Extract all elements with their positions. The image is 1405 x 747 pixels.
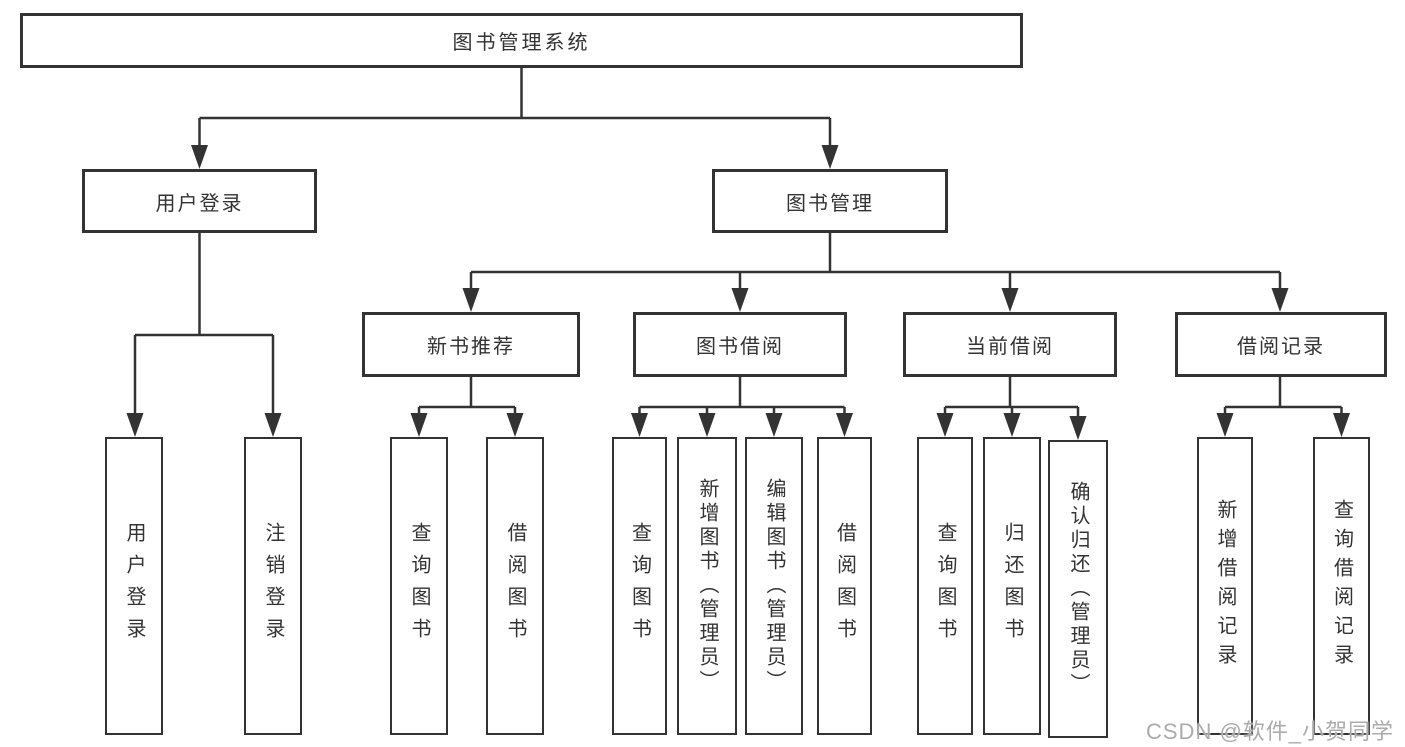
node-leaf-return-book: 归还图书 bbox=[983, 437, 1041, 735]
leaf-label: 查询借阅记录 bbox=[1330, 499, 1353, 673]
edge-newbook-to-leaves bbox=[417, 377, 517, 418]
leaf-label: 注销登录 bbox=[262, 522, 284, 650]
arrowhead-icon bbox=[765, 413, 783, 437]
leaf-label: 借阅图书 bbox=[504, 522, 526, 650]
node-leaf-borrow-book-2: 借阅图书 bbox=[817, 437, 872, 735]
arrowhead-icon bbox=[506, 413, 524, 437]
node-leaf-logout: 注销登录 bbox=[244, 437, 302, 735]
edge-borrowrecord-to-leaves bbox=[1223, 377, 1343, 418]
arrowhead-icon bbox=[264, 413, 282, 437]
arrowhead-icon bbox=[1069, 416, 1087, 440]
leaf-label: 归还图书 bbox=[1001, 522, 1023, 650]
node-leaf-query-book-3: 查询图书 bbox=[917, 437, 973, 735]
arrowhead-icon bbox=[126, 413, 144, 437]
watermark: CSDN @软件_小贺同学 bbox=[1146, 719, 1395, 744]
node-book-management: 图书管理 bbox=[712, 169, 948, 233]
node-leaf-add-book-admin: 新增图书（管理员） bbox=[677, 437, 737, 735]
arrowhead-icon bbox=[1333, 413, 1350, 437]
node-leaf-edit-book-admin: 编辑图书（管理员） bbox=[745, 437, 803, 735]
arrowhead-icon bbox=[731, 288, 749, 312]
node-borrow-record: 借阅记录 bbox=[1175, 312, 1387, 377]
leaf-label: 新增借阅记录 bbox=[1214, 499, 1236, 673]
node-library-system: 图书管理系统 bbox=[20, 13, 1023, 68]
edge-bookmgmt-to-level3 bbox=[469, 233, 1282, 293]
edge-bookborrow-to-leaves bbox=[638, 377, 846, 418]
node-new-book-recommend: 新书推荐 bbox=[362, 312, 580, 377]
node-leaf-query-borrow-record: 查询借阅记录 bbox=[1313, 437, 1370, 735]
node-leaf-query-book-1: 查询图书 bbox=[390, 437, 448, 735]
edge-root-to-level2 bbox=[198, 68, 832, 150]
arrowhead-icon bbox=[1003, 413, 1021, 437]
node-user-login: 用户登录 bbox=[82, 169, 317, 233]
arrowhead-icon bbox=[821, 145, 839, 169]
arrowhead-icon bbox=[1216, 413, 1234, 437]
node-book-borrow: 图书借阅 bbox=[633, 312, 847, 377]
node-current-borrow: 当前借阅 bbox=[903, 312, 1117, 377]
leaf-label: 查询图书 bbox=[934, 522, 956, 650]
leaf-label: 编辑图书（管理员） bbox=[763, 478, 785, 694]
arrowhead-icon bbox=[191, 145, 208, 169]
leaf-label: 用户登录 bbox=[123, 522, 145, 650]
edge-currentborrow-to-leaves bbox=[943, 377, 1080, 421]
arrowhead-icon bbox=[698, 413, 716, 437]
arrowhead-icon bbox=[1271, 288, 1289, 312]
arrowhead-icon bbox=[631, 413, 648, 437]
arrowhead-icon bbox=[936, 413, 954, 437]
leaf-label: 查询图书 bbox=[408, 522, 430, 650]
arrowhead-icon bbox=[462, 288, 480, 312]
node-leaf-query-book-2: 查询图书 bbox=[612, 437, 667, 735]
leaf-label: 新增图书（管理员） bbox=[696, 478, 718, 694]
arrowhead-icon bbox=[1001, 288, 1019, 312]
leaf-label: 确认归还（管理员） bbox=[1067, 481, 1089, 697]
node-leaf-borrow-book-1: 借阅图书 bbox=[486, 437, 544, 735]
leaf-label: 借阅图书 bbox=[833, 522, 856, 650]
node-leaf-confirm-return-admin: 确认归还（管理员） bbox=[1048, 440, 1108, 738]
node-leaf-add-borrow-record: 新增借阅记录 bbox=[1197, 437, 1253, 735]
arrowhead-icon bbox=[410, 413, 428, 437]
edge-userlogin-to-leaves bbox=[133, 233, 275, 418]
node-leaf-user-login: 用户登录 bbox=[105, 437, 163, 735]
arrowhead-icon bbox=[836, 413, 853, 437]
leaf-label: 查询图书 bbox=[628, 522, 651, 650]
